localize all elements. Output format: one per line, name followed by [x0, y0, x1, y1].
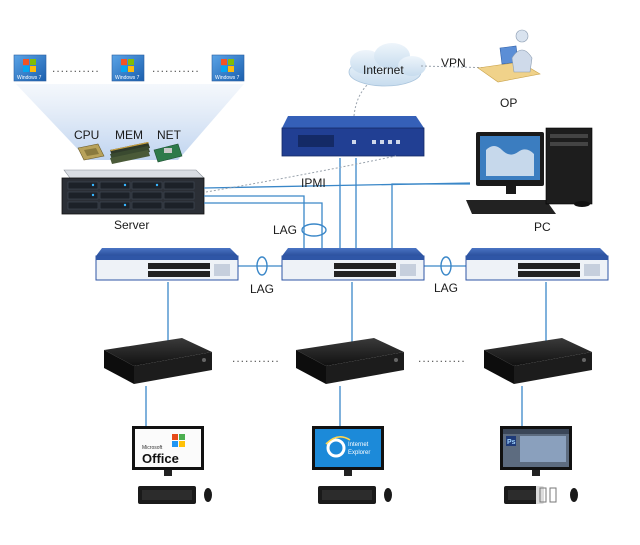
- lag-ring-right: [440, 256, 452, 276]
- switch-ports: [334, 263, 396, 277]
- switch-ports: [148, 263, 210, 277]
- monitor-photoshop[interactable]: Ps: [500, 426, 572, 476]
- lag-label-top: LAG: [273, 223, 297, 237]
- internet-label: Internet: [363, 63, 404, 77]
- keyboard-1[interactable]: [138, 486, 196, 504]
- lag-ring-top: [301, 223, 327, 237]
- switch-center[interactable]: [281, 248, 425, 281]
- ipmi-link: [205, 155, 397, 193]
- network-links: [145, 158, 547, 426]
- office-logo-icon: [172, 434, 185, 447]
- mouse-3[interactable]: [570, 488, 578, 502]
- network-card-icon: [153, 143, 183, 163]
- vm-desktop-label: Windows 7: [215, 75, 240, 81]
- internet-explorer-icon: [325, 436, 351, 458]
- vm-desktop-label: Windows 7: [115, 75, 140, 81]
- ie-text-line1: Internet: [348, 442, 369, 448]
- vm-desktop-1[interactable]: Windows 7: [13, 54, 47, 82]
- ie-text-line2: Explorer: [348, 450, 370, 456]
- cpu-chip-icon: [77, 143, 105, 161]
- server-rack[interactable]: [61, 169, 205, 215]
- mouse-1[interactable]: [204, 488, 212, 502]
- switch-left[interactable]: [95, 248, 239, 281]
- client-separator: ...........: [418, 351, 466, 365]
- monitor-ie[interactable]: Internet Explorer: [312, 426, 384, 476]
- vpn-label: VPN: [441, 56, 466, 70]
- vpn-link: [420, 65, 497, 69]
- thin-client-3[interactable]: [484, 338, 592, 384]
- operator-workstation-icon[interactable]: [477, 29, 541, 83]
- client-separator: ...........: [232, 351, 280, 365]
- windows-logo-icon: [23, 59, 36, 72]
- thin-client-2[interactable]: [296, 338, 404, 384]
- op-label: OP: [500, 96, 517, 110]
- internet-link: [353, 83, 369, 117]
- virtualization-beam: [16, 84, 244, 160]
- pc-workstation[interactable]: [466, 127, 593, 214]
- vm-desktop-3[interactable]: Windows 7: [211, 54, 245, 82]
- lag-ring-left: [256, 256, 268, 276]
- office-text: Office: [142, 451, 179, 466]
- cpu-label: CPU: [74, 128, 99, 142]
- mem-label: MEM: [115, 128, 143, 142]
- net-label: NET: [157, 128, 182, 142]
- vm-separator: ...........: [152, 61, 200, 75]
- switch-right[interactable]: [465, 248, 609, 281]
- keyboard-3[interactable]: [504, 486, 544, 504]
- pc-label: PC: [534, 220, 551, 234]
- keyboard-2[interactable]: [318, 486, 376, 504]
- lag-label-left: LAG: [250, 282, 274, 296]
- watermark-logo-icon: [536, 483, 564, 507]
- switch-ports: [518, 263, 580, 277]
- office-small-text: Microsoft: [142, 445, 163, 451]
- gateway-appliance[interactable]: [281, 116, 425, 157]
- photoshop-icon: Ps: [507, 439, 516, 446]
- thin-client-1[interactable]: [104, 338, 212, 384]
- vm-desktop-2[interactable]: Windows 7: [111, 54, 145, 82]
- memory-module-icon: [110, 142, 150, 164]
- windows-logo-icon: [221, 59, 234, 72]
- lag-label-right: LAG: [434, 281, 458, 295]
- mouse-2[interactable]: [384, 488, 392, 502]
- server-label: Server: [114, 218, 149, 232]
- monitor-office[interactable]: Microsoft Office: [132, 426, 204, 476]
- ipmi-label: IPMI: [301, 176, 326, 190]
- vm-desktop-label: Windows 7: [17, 75, 42, 81]
- drive-bays: [67, 181, 195, 210]
- vm-separator: ...........: [52, 61, 100, 75]
- windows-logo-icon: [121, 59, 134, 72]
- internet-cloud-icon: [348, 43, 426, 87]
